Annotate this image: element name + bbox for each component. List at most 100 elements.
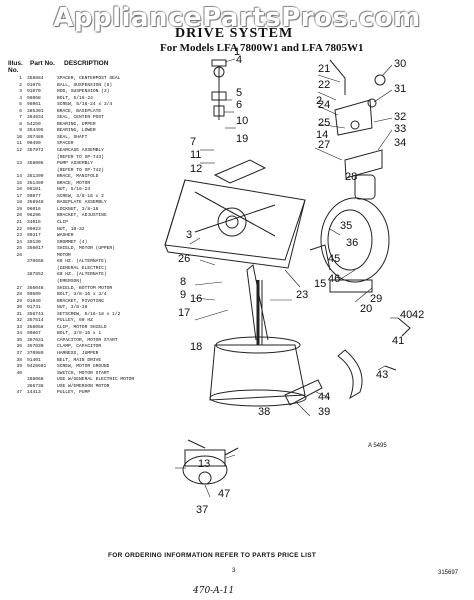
legend-description: PULLEY, PUMP [57,390,91,396]
legend-description: SWITCH, MOTOR START [57,370,110,376]
callout-16: 16 [190,293,202,305]
legend-description: PUMP ASSEMBLY [57,161,93,167]
page-subtitle: For Models LFA 7800W1 and LFA 7805W1 [160,42,364,54]
legend-number: 2 [19,82,22,88]
legend-part-number: 91049 [27,298,41,304]
legend-number: 27 [16,285,22,291]
legend-part-number: 358741 [27,311,44,317]
legend-header-desc: DESCRIPTION [64,60,109,67]
reference-number: 315697 [438,570,459,576]
callout-10: 10 [236,115,248,127]
legend-description: CLIP, MOTOR SHIELD [57,324,107,330]
legend-part-number: 90499 [27,141,41,147]
callout-45: 45 [328,253,340,265]
legend-row: (REFER TO SP-742) [8,168,173,175]
legend-description: CLIP [57,220,69,226]
legend-part-number: 96023 [27,226,41,232]
legend-description: BRACKET, PIVOTING [57,298,104,304]
legend-number: 34 [16,331,22,337]
part-gearcase [209,344,306,401]
legend-row: (REFER TO SP-743) [8,155,173,162]
legend-description: USE W/GENERAL ELECTRIC MOTOR [57,377,135,383]
legend-description: NUT, 5/16-24 [57,187,91,193]
legend-description: USE W/EMERSON MOTOR [57,383,110,389]
callout-28: 28 [345,171,357,183]
callout-11: 11 [190,149,201,161]
callout-31: 31 [394,83,406,95]
legend-description: (REFER TO SP-743) [57,154,104,160]
legend-description: NUT, 10-32 [57,226,85,232]
legend-description: BALL, SUSPENSION (6) [57,82,113,88]
legend-part-number: 358948 [27,200,44,206]
legend-number: 24 [16,239,22,245]
legend-number: 13 [16,161,22,167]
legend-part-number: 98101 [27,187,41,193]
callout-23: 23 [296,289,308,301]
legend-number: 47 [16,390,22,396]
callout-6: 6 [236,99,242,111]
legend-number: 39 [16,364,22,370]
callout-17: 17 [178,307,190,319]
legend-part-number: 370989 [27,350,44,356]
legend-part-number: 385301 [27,108,44,114]
legend-number: 23 [16,233,22,239]
legend-number: 19 [16,206,22,212]
legend-description: MOTOR [57,252,71,258]
legend-part-number: 96296 [27,213,41,219]
callout-8: 8 [180,276,186,288]
callout-21: 21 [318,63,330,75]
callout-4: 4 [236,54,242,66]
callout-47: 47 [218,488,230,500]
page-title: DRIVE SYSTEM [175,26,294,41]
legend-description: BEARING, UPPER [57,121,96,127]
legend-number: 21 [16,220,22,226]
legend-part-number: 351499 [27,180,44,186]
part-motor [320,197,390,283]
legend-description: (REFER TO SP-742) [57,167,104,173]
legend-description: BELT, MAIN DRIVE [57,357,102,363]
legend-part-number: 39130 [27,239,41,245]
legend-part-number: 91075 [27,82,41,88]
legend-part-number: 14413 [27,390,41,396]
legend-number: 14 [16,174,22,180]
legend-part-number: 98061 [27,102,41,108]
legend-number: 26 [16,252,22,258]
legend-number: 8 [19,121,22,127]
legend-part-number: 90877 [27,193,41,199]
legend-number: 20 [16,213,22,219]
watermark: AppliancePartsPros.com [53,3,421,33]
legend-number: 25 [16,246,22,252]
legend-row: 21 34015 CLIP [8,220,173,227]
legend-part-number: 90509 [27,292,41,298]
legend-row: 26 MOTOR [8,253,173,260]
legend-number: 12 [16,148,22,154]
legend-number: 17 [16,193,22,199]
legend-description: SCREW, MOTOR GROUND [57,364,110,370]
legend-part-number: 96016 [27,206,41,212]
legend-number: 29 [16,298,22,304]
legend-part-number: 91731 [27,305,41,311]
callout-38: 38 [258,406,270,418]
legend-part-number: 34015 [27,220,41,226]
